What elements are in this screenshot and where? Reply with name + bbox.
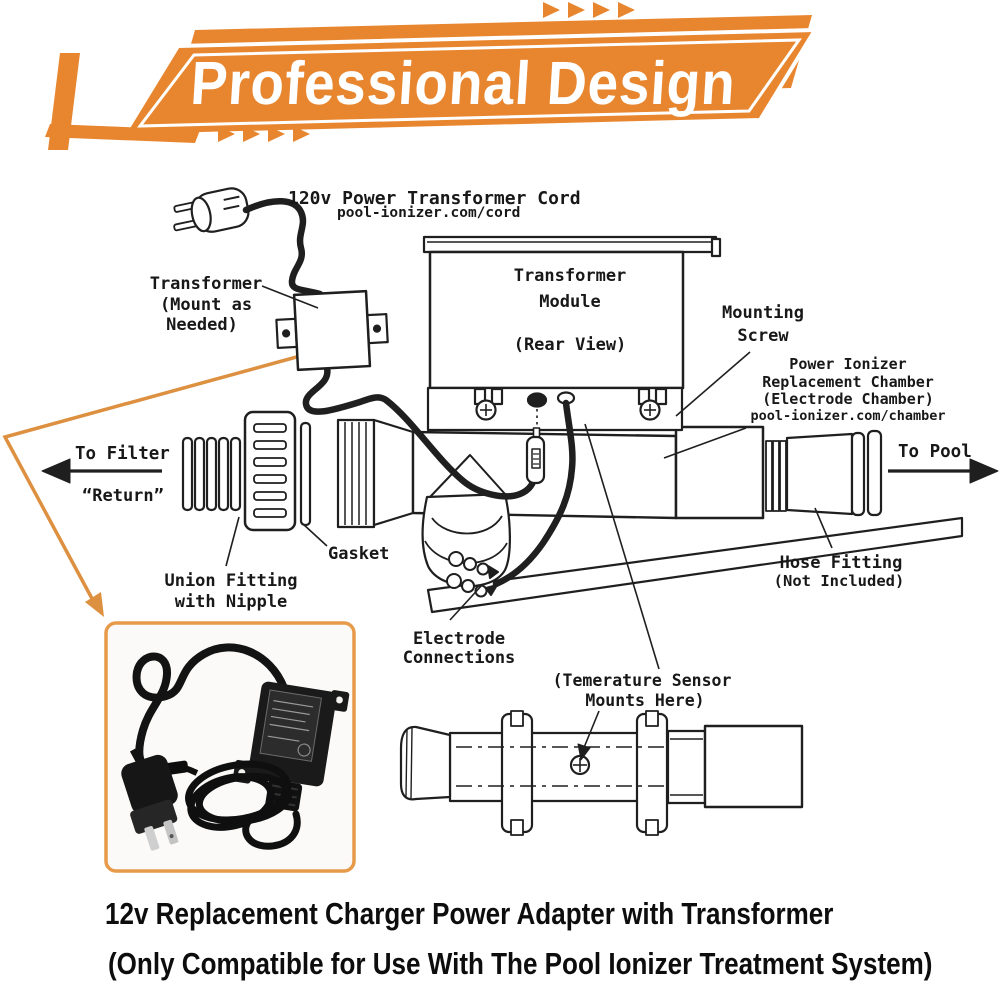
svg-text:Mounts Here): Mounts Here) (585, 691, 704, 710)
svg-text:(Not Included): (Not Included) (774, 572, 905, 590)
replacement-chamber (674, 425, 787, 520)
module-view-label: (Rear View) (514, 335, 627, 355)
banner-inset-line (136, 38, 802, 128)
inline-transformer-box (275, 289, 389, 372)
svg-text:Connections: Connections (403, 648, 516, 668)
svg-text:with Nipple: with Nipple (175, 592, 288, 612)
to-filter-arrow-icon (41, 458, 71, 484)
leader-arrowhead-icon (85, 592, 104, 617)
power-cord (242, 197, 576, 588)
threaded-inlet (336, 418, 415, 529)
wall-plug-photo-icon (121, 748, 179, 851)
arrow-triangles-top-icon (543, 2, 635, 18)
chamber-label: Power Ionizer (789, 355, 906, 373)
svg-text:Screw: Screw (737, 326, 789, 346)
cord-title-label: 120v Power Transformer Cord (288, 188, 581, 209)
union-fitting-label: Union Fitting (164, 571, 297, 591)
svg-text:Replacement Chamber: Replacement Chamber (762, 373, 934, 391)
banner: Professional Design (45, 2, 819, 150)
svg-text:Module: Module (539, 292, 600, 312)
mounting-bracket-left (473, 387, 504, 421)
temp-sensor-mark-icon (569, 754, 591, 776)
mounting-screw-label: Mounting (722, 303, 804, 323)
caption-line-1: 12v Replacement Charger Power Adapter wi… (105, 896, 834, 931)
ionizer-diagram (41, 187, 999, 836)
chamber-url-label: pool-ionizer.com/chamber (750, 408, 945, 424)
flow-arrows (41, 458, 999, 484)
chamber-side-view (399, 710, 804, 836)
gasket-part (299, 421, 312, 527)
banner-underline (45, 124, 200, 143)
electrode-label: Electrode (413, 629, 505, 649)
dc-connector-icon (525, 427, 546, 485)
chamber-flange-right (635, 710, 669, 836)
adapter-photo-box (104, 621, 356, 873)
power-plug-icon (173, 187, 250, 233)
electrode-cord (492, 399, 576, 588)
mounting-bracket-right (637, 387, 668, 421)
leader-lines (225, 285, 833, 761)
electrode-cell (421, 492, 511, 588)
adapter-callout-leader (2, 348, 323, 617)
electrode-terminals (446, 551, 499, 598)
cord-url-label: pool-ionizer.com/cord (337, 205, 520, 221)
temp-sensor-label: (Temerature Sensor (553, 671, 732, 690)
caption-line-2: (Only Compatible for Use With The Pool I… (108, 946, 933, 981)
diagram-labels: 120v Power Transformer Cord pool-ionizer… (75, 188, 972, 710)
svg-text:(Mount as: (Mount as (160, 295, 252, 315)
to-filter-label: To Filter (75, 444, 170, 464)
transformer-label: Transformer (150, 274, 263, 294)
adapter-photo-icon (121, 643, 350, 851)
union-nut (243, 410, 297, 532)
to-pool-arrow-icon (969, 458, 999, 484)
nipple-barb (181, 436, 242, 512)
return-label: “Return” (82, 486, 164, 506)
module-label: Transformer (514, 266, 627, 286)
arrow-triangles-bottom-icon (218, 126, 310, 142)
gasket-label: Gasket (328, 544, 389, 564)
to-pool-label: To Pool (898, 442, 972, 462)
transformer-module (422, 235, 722, 432)
hose-fitting-part (785, 429, 883, 517)
svg-text:(Electrode Chamber): (Electrode Chamber) (762, 390, 934, 408)
chamber-flange-left (500, 710, 534, 836)
sensor-bolt (526, 392, 548, 408)
sensor-arrowhead-icon (577, 743, 591, 761)
svg-text:Needed): Needed) (166, 315, 238, 335)
banner-main (119, 27, 819, 139)
hose-fitting-label: Hose Fitting (780, 553, 903, 573)
banner-title: Professional Design (189, 49, 738, 117)
